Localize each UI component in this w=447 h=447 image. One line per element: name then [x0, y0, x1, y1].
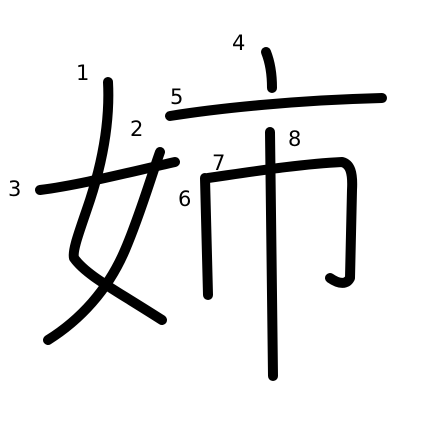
stroke-number-1: 1 [76, 61, 89, 85]
stroke-number-6: 6 [178, 187, 191, 211]
stroke-number-5: 5 [170, 85, 183, 109]
stroke-number-4: 4 [232, 31, 245, 55]
stroke-3 [35, 157, 180, 195]
stroke-number-8: 8 [288, 127, 301, 151]
stroke-6 [200, 173, 213, 300]
stroke-7 [203, 157, 358, 288]
stroke-8 [265, 127, 278, 381]
stroke-5 [165, 93, 387, 121]
stroke-number-7: 7 [212, 151, 225, 175]
stroke-1 [68, 77, 167, 325]
stroke-number-2: 2 [130, 117, 143, 141]
stroke-2 [43, 147, 165, 345]
stroke-number-3: 3 [8, 177, 21, 201]
stroke-4 [261, 47, 277, 93]
